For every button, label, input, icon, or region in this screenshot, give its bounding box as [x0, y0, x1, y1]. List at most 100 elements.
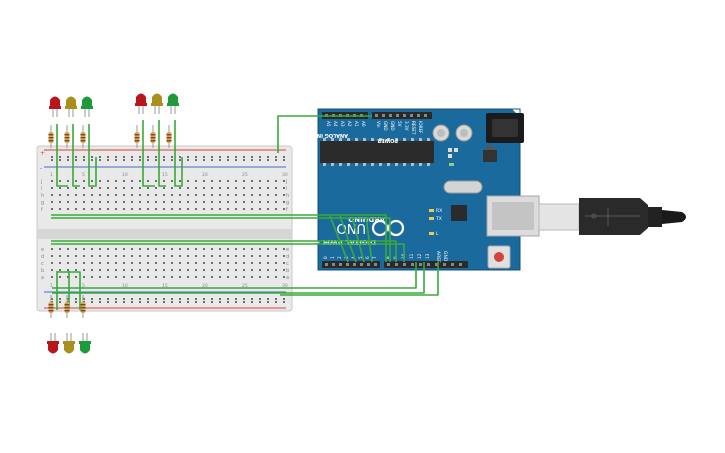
digital-pin-label: 11 [409, 253, 414, 259]
row-label: b [286, 268, 289, 274]
row-label: g [41, 200, 44, 206]
wire-digital-a[interactable] [51, 214, 387, 262]
analog-in-label: ANALOG IN [317, 132, 348, 138]
rx-led [429, 209, 434, 212]
row-label: i [41, 186, 42, 192]
wire-digital-h[interactable] [51, 243, 405, 262]
power-header [372, 112, 432, 119]
row-label: h [286, 193, 289, 199]
resistor[interactable] [48, 295, 54, 318]
wire-led3-cathode[interactable] [88, 124, 97, 187]
resistor[interactable] [64, 295, 70, 318]
wire-led5-cathode[interactable] [158, 120, 166, 187]
resistor[interactable] [150, 125, 156, 148]
wire-led4-cathode[interactable] [142, 120, 155, 187]
rx-label: RX [436, 208, 442, 214]
wire-digital-g[interactable] [51, 240, 397, 262]
digital-pin-label: 8 [385, 256, 390, 259]
column-label: 10 [122, 172, 128, 178]
yellow-led[interactable] [63, 333, 75, 354]
wire-bottom-gnd[interactable] [280, 262, 439, 296]
analog-pin-label: A5 [326, 121, 331, 127]
yellow-led[interactable] [151, 93, 163, 115]
resistor[interactable] [134, 125, 140, 148]
yellow-led[interactable] [65, 96, 77, 118]
wires[interactable] [51, 115, 439, 310]
column-label: 30 [282, 172, 288, 178]
resistor[interactable] [166, 125, 172, 148]
row-label: h [41, 193, 44, 199]
wire-led2-cathode[interactable] [72, 124, 80, 187]
column-label: 20 [202, 172, 208, 178]
usb-cable-icon[interactable] [538, 198, 686, 235]
power-pin-label: GND [390, 121, 395, 131]
column-label: 1 [50, 172, 53, 178]
wire-digital-b[interactable] [51, 217, 391, 262]
resistor[interactable] [48, 125, 54, 148]
wire-led1-cathode[interactable] [56, 124, 68, 187]
power-pin-label: 5V [397, 121, 402, 127]
arduino-uno-board[interactable]: RX TX L ANALOG IN POWER DIGITAL PWM ~ AR… [314, 108, 540, 271]
uno-model-text: UNO [337, 220, 366, 235]
digital-pin-label: 12 [417, 253, 422, 259]
analog-pin-label: A3 [340, 121, 345, 127]
power-pin-label: RESET [411, 121, 416, 135]
analog-pin-label: A2 [347, 121, 352, 127]
column-label: 25 [242, 283, 248, 289]
green-led[interactable] [167, 93, 179, 115]
power-label: POWER [377, 137, 398, 143]
aref-pin-label: AREF [435, 251, 441, 263]
analog-pin-label: A4 [333, 121, 338, 127]
voltage-regulator [483, 150, 497, 162]
digital-header-low [322, 261, 380, 268]
row-label: j [285, 179, 287, 185]
breadboard-holes [51, 156, 285, 303]
column-label: 5 [82, 283, 85, 289]
digital-label: DIGITAL PWM ~ [314, 238, 376, 246]
column-label: 15 [162, 283, 168, 289]
digital-pin-label: 0 [323, 256, 328, 259]
analog-pin-label: A0 [361, 121, 366, 127]
column-label: 25 [242, 172, 248, 178]
green-led[interactable] [81, 96, 93, 118]
l-led [429, 232, 434, 235]
row-label: a [286, 275, 289, 281]
green-led[interactable] [79, 333, 91, 354]
wire-digital-e[interactable] [351, 216, 365, 263]
column-label: 30 [282, 283, 288, 289]
column-label: 1 [50, 283, 53, 289]
resistor[interactable] [64, 125, 70, 148]
digital-pin-label: 1 [330, 256, 335, 259]
wire-bottom-a[interactable] [52, 262, 417, 289]
column-label: 20 [202, 283, 208, 289]
wire-led9[interactable] [57, 271, 81, 310]
row-label: b [41, 268, 44, 274]
row-label: f [41, 207, 43, 213]
red-led[interactable] [47, 333, 59, 354]
red-led[interactable] [49, 96, 61, 118]
resistor[interactable] [80, 125, 86, 148]
column-label: 5 [82, 172, 85, 178]
tx-led [429, 217, 434, 220]
rail-plus-label: + [40, 150, 45, 157]
digital-pin-label: 4 [351, 256, 356, 259]
tx-label: TX [435, 216, 442, 222]
column-label: 15 [162, 172, 168, 178]
wire-bottom-b[interactable] [52, 262, 425, 294]
row-label: d [286, 254, 289, 260]
power-pin-label: 3.3V [404, 121, 409, 131]
digital-pin-label: 5 [358, 256, 363, 259]
wire-digital-d[interactable] [339, 215, 357, 263]
row-label: e [286, 247, 289, 253]
leds-and-resistors[interactable] [47, 93, 179, 354]
row-label: a [41, 275, 44, 281]
wire-gnd-top[interactable] [277, 115, 372, 153]
resistor[interactable] [80, 295, 86, 318]
wire-digital-f[interactable] [365, 216, 373, 263]
wire-digital-c[interactable] [329, 215, 349, 263]
on-led [449, 163, 454, 166]
red-led[interactable] [135, 93, 147, 115]
wire-led6-cathode[interactable] [174, 120, 183, 187]
